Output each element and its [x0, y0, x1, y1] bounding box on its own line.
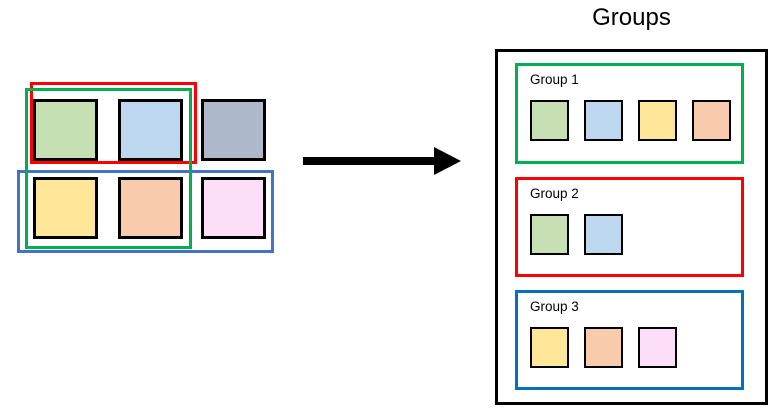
- group-2-label: Group 2: [530, 186, 579, 201]
- group-3-box: Group 3: [515, 290, 744, 390]
- square-blue: [118, 99, 183, 161]
- square-green: [33, 99, 98, 161]
- square-green: [530, 100, 569, 141]
- square-gray: [201, 99, 266, 161]
- square-orange: [692, 100, 731, 141]
- square-orange: [118, 177, 183, 239]
- group-1-box: Group 1: [515, 63, 744, 164]
- square-orange: [584, 327, 623, 368]
- group-2-box: Group 2: [515, 177, 744, 277]
- square-yellow: [33, 177, 98, 239]
- red-outline-box: [30, 82, 197, 164]
- square-yellow: [638, 100, 677, 141]
- group-1-label: Group 1: [530, 72, 579, 87]
- green-outline-box: [25, 88, 192, 249]
- groups-title: Groups: [592, 4, 671, 31]
- square-green: [530, 214, 569, 255]
- group-1-squares: [530, 100, 741, 141]
- group-3-label: Group 3: [530, 299, 579, 314]
- square-pink: [201, 177, 266, 239]
- group-2-squares: [530, 214, 741, 255]
- arrow-right-icon: [303, 147, 461, 175]
- square-blue: [584, 100, 623, 141]
- square-yellow: [530, 327, 569, 368]
- blue-outline-box: [17, 170, 274, 253]
- square-blue: [584, 214, 623, 255]
- group-3-squares: [530, 327, 741, 368]
- square-pink: [638, 327, 677, 368]
